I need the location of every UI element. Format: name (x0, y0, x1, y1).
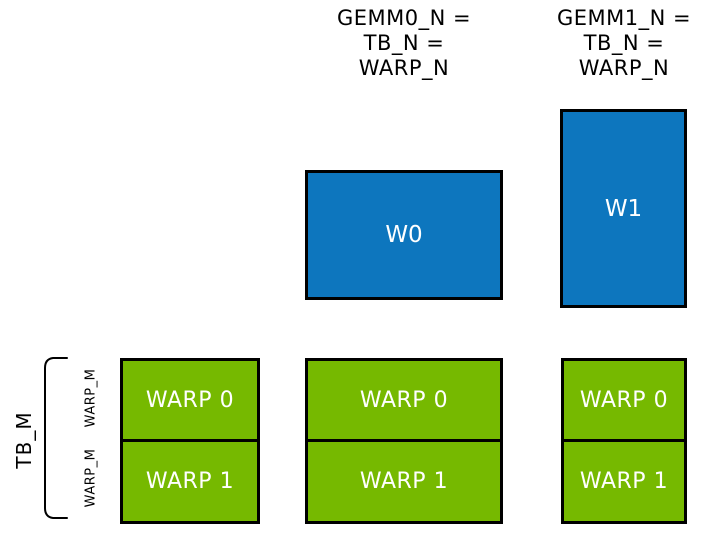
warp1-label: WARP 1 (145, 469, 235, 494)
warp0-label: WARP 0 (145, 387, 235, 413)
warp1-box: WARP 1 (305, 439, 503, 524)
gemm0-header-line1: GEMM0_N = (336, 6, 472, 30)
w0-tile-label: W0 (385, 222, 423, 248)
warp-column-middle: WARP 0 WARP 1 (305, 358, 503, 524)
warp0-label: WARP 0 (359, 387, 449, 413)
warp1-label: WARP 1 (579, 469, 669, 494)
w1-tile-label: W1 (604, 195, 643, 222)
gemm1-header-line3: WARP_N (578, 56, 670, 80)
warp-m-label-bottom: WARP_M (83, 448, 99, 508)
gemm0-header: GEMM0_N = TB_N = WARP_N (304, 6, 504, 81)
warp-column-left: WARP 0 WARP 1 (120, 358, 260, 524)
warp0-box: WARP 0 (561, 358, 687, 442)
warp0-label: WARP 0 (579, 387, 669, 413)
warp0-box: WARP 0 (305, 358, 503, 442)
warp1-box: WARP 1 (561, 439, 687, 524)
warp1-label: WARP 1 (359, 469, 449, 494)
gemm0-header-line2: TB_N = (363, 31, 445, 55)
gemm1-header-line2: TB_N = (583, 31, 665, 55)
warp-m-label-top: WARP_M (83, 368, 99, 428)
warp0-box: WARP 0 (120, 358, 260, 442)
w1-tile-box: W1 (560, 109, 687, 308)
warp1-box: WARP 1 (120, 439, 260, 524)
tb-m-label: TB_M (12, 411, 36, 469)
w0-tile-box: W0 (305, 170, 503, 300)
gemm0-header-line3: WARP_N (358, 56, 450, 80)
tb-m-bracket (44, 357, 68, 519)
gemm1-header: GEMM1_N = TB_N = WARP_N (524, 6, 720, 81)
gemm1-header-line1: GEMM1_N = (556, 6, 692, 30)
warp-column-right: WARP 0 WARP 1 (561, 358, 687, 524)
